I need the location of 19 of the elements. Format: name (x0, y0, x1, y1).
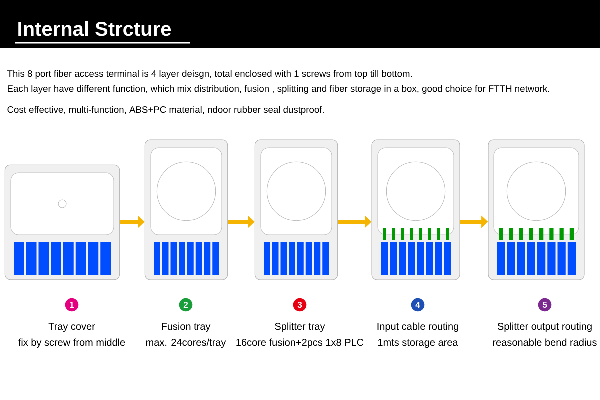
step-number-badge: 3 (293, 298, 307, 312)
description-text: Each layer have different function, which mix distribution, fusion , splitting and fiber storage in a box, good choice for FTTH network. (8, 85, 550, 94)
step-caption: Splitter tray (275, 322, 326, 332)
step-caption: Tray cover (48, 323, 96, 332)
step-caption: 1mts storage area (378, 339, 458, 348)
step-caption: reasonable bend radius (493, 338, 597, 346)
description-text: Cost effective, multi-function, ABS+PC material, ndoor rubber seal dustproof. (8, 106, 324, 115)
step-caption: fix by screw from middle (18, 338, 126, 348)
description-text: This 8 port fiber access terminal is 4 layer deisgn, total enclosed with 1 screws from top till bottom. (7, 70, 412, 79)
step-number-badge: 5 (538, 298, 552, 312)
step-number-badge: 2 (179, 298, 193, 312)
step-caption: 16core fusion+2pcs 1x8 PLC (236, 338, 364, 348)
step-number-badge: 4 (411, 298, 425, 312)
step-number-badge: 1 (65, 298, 79, 312)
step-caption: Input cable routing (378, 322, 458, 332)
step-caption: Splitter output routing (498, 322, 592, 332)
title: Internal Strcture (18, 22, 172, 36)
step-caption: Fusion tray (162, 322, 211, 332)
step-caption: max. 24cores/tray (146, 338, 226, 348)
